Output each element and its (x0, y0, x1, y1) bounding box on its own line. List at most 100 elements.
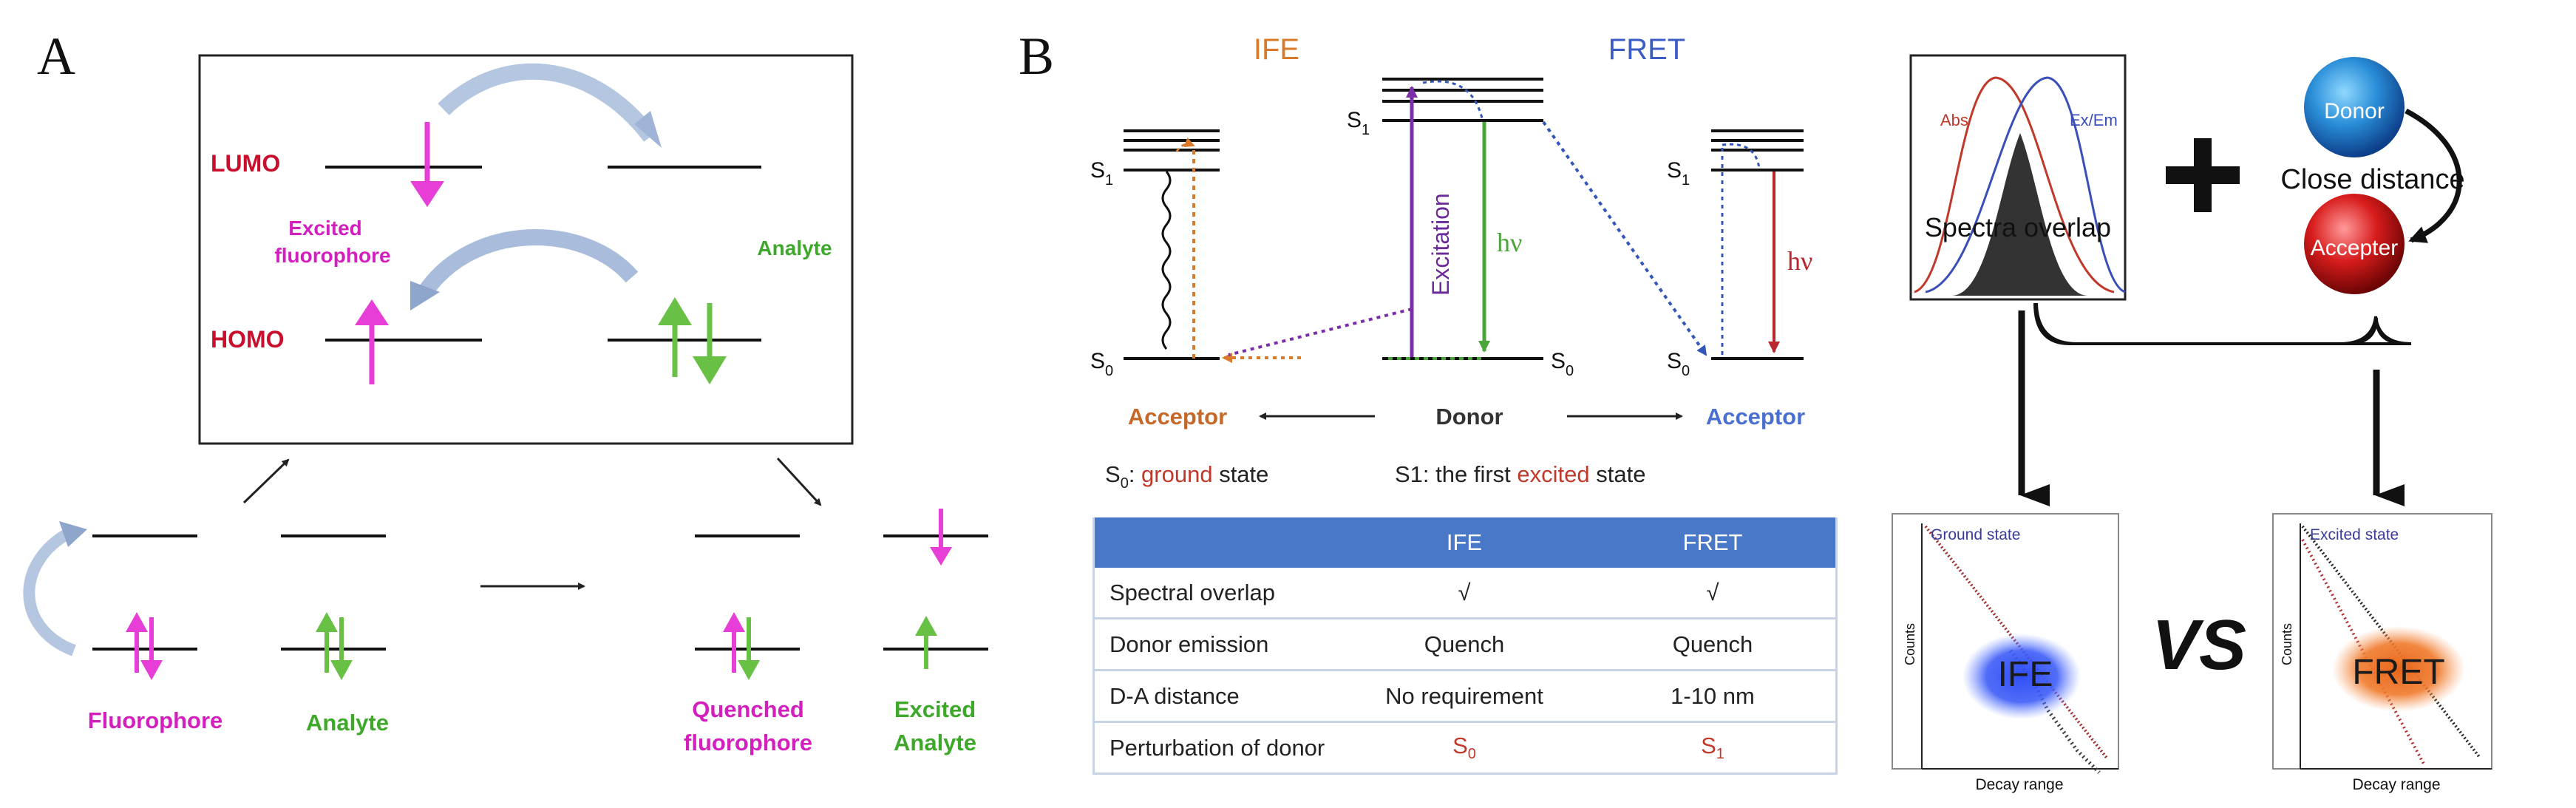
zoom-arrow-left (242, 458, 290, 504)
excited-analyte-label-1: Excited (894, 696, 976, 722)
excited-fluorophore-label-1: Excited (288, 217, 362, 240)
analyte-top-label: Analyte (757, 237, 832, 259)
vs-label: VS (2152, 605, 2246, 685)
nonradiative-wavy-line (1161, 171, 1172, 350)
analyte-pair-icon (316, 612, 353, 680)
excited-analyte-arrows-icon (915, 509, 952, 669)
fluorophore-pair-icon (126, 612, 163, 680)
legend-s0: S0: ground state (1105, 461, 1268, 492)
fret-title: FRET (1608, 33, 1685, 66)
close-distance-label: Close distance (2280, 164, 2464, 195)
svg-text:Ground state: Ground state (1931, 526, 2020, 543)
quenched-label-2: fluorophore (684, 730, 812, 756)
svg-text:IFE: IFE (1998, 655, 2053, 694)
ife-glow (1962, 634, 2081, 719)
spectra-overlap-label: Spectra overlap (1925, 212, 2111, 242)
fret-transfer-blue (1542, 120, 1707, 356)
ife-title: IFE (1254, 33, 1299, 66)
table-header-row: IFE FRET (1095, 517, 1835, 568)
svg-text:S: S (1090, 349, 1105, 373)
svg-text:S: S (1551, 349, 1566, 373)
homo-label: HOMO (211, 326, 285, 353)
abs-label: Abs (1940, 111, 1968, 129)
electron-up-magenta-icon (355, 299, 389, 384)
ife-cell: No requirement (1339, 670, 1590, 723)
electron-down-magenta-icon (410, 122, 444, 207)
svg-text:Excited state: Excited state (2310, 526, 2399, 543)
abs-curve (1914, 76, 2115, 293)
electron-pair-green-icon (658, 297, 727, 384)
fluorophore-label: Fluorophore (88, 707, 223, 733)
svg-text:0: 0 (1566, 363, 1574, 379)
row-label: Perturbation of donor (1095, 722, 1339, 775)
svg-text:Decay range: Decay range (1975, 776, 2063, 793)
comparison-table-wrap: IFE FRET Spectral overlap √ √ Donor emis… (1092, 517, 1838, 775)
plus-icon (2166, 138, 2240, 212)
acceptor-left-label: Acceptor (1128, 404, 1227, 430)
svg-text:1: 1 (1362, 122, 1370, 138)
svg-text:1: 1 (1682, 172, 1690, 189)
accepter-sphere (2304, 194, 2405, 294)
lower-transfer-arrow (418, 229, 639, 297)
row-label: D-A distance (1095, 670, 1339, 723)
em-curve (1925, 76, 2126, 293)
legend-s1: S1: the first excited state (1395, 461, 1645, 487)
ife-cell: Quench (1339, 618, 1590, 671)
donor-label: Donor (1435, 404, 1503, 430)
distance-curve-arrow (2405, 108, 2462, 243)
svg-text:S: S (1347, 108, 1362, 132)
exem-label: Ex/Em (2070, 111, 2118, 129)
svg-text:0: 0 (1682, 363, 1690, 379)
panel-b-letter: B (1019, 27, 1054, 86)
svg-text:S: S (1667, 158, 1682, 183)
ife-cell: √ (1339, 568, 1590, 619)
panel-a-letter: A (37, 27, 75, 86)
upper-transfer-arrow (438, 63, 657, 142)
hv-red-label: hν (1787, 246, 1812, 276)
table-row: Donor emission Quench Quench (1095, 618, 1835, 671)
excited-fluorophore-label-2: fluorophore (274, 244, 390, 267)
acceptor-right-label: Acceptor (1706, 404, 1805, 430)
table-header-empty (1095, 517, 1339, 568)
fluorophore-curl-arrow (23, 526, 77, 656)
svg-text:S: S (1667, 349, 1682, 373)
svg-text:Counts: Counts (1903, 623, 1917, 665)
combine-brace (2033, 302, 2407, 345)
panel-c: Abs Ex/Em Spectra overlap Donor Accepter… (1892, 54, 2492, 793)
table-header-fret: FRET (1590, 517, 1835, 568)
ife-decay-plot: IFE Ground state Counts Decay range (1892, 513, 2119, 793)
overlap-fill (1951, 133, 2088, 296)
row-label: Donor emission (1095, 618, 1339, 671)
fret-cell: S1 (1590, 722, 1835, 775)
fret-cell: Quench (1590, 618, 1835, 671)
zoom-arrow-right (776, 457, 822, 506)
svg-text:S: S (1090, 158, 1105, 183)
svg-text:Counts: Counts (2280, 623, 2294, 665)
table-row: Perturbation of donor S0 S1 (1095, 722, 1835, 775)
table-row: Spectral overlap √ √ (1095, 568, 1835, 619)
excited-analyte-label-2: Analyte (894, 730, 976, 756)
quenched-label-1: Quenched (692, 696, 804, 722)
svg-text:0: 0 (1105, 363, 1113, 379)
svg-text:1: 1 (1105, 172, 1113, 189)
zoom-box (198, 54, 854, 445)
left-acceptor-levels (1124, 129, 1220, 360)
svg-text:Decay range: Decay range (2352, 776, 2440, 793)
donor-levels (1382, 78, 1543, 360)
donor-sphere (2304, 57, 2405, 157)
ife-transfer-purple (1228, 308, 1413, 356)
fret-glow (2332, 626, 2465, 712)
fret-cell: 1-10 nm (1590, 670, 1835, 723)
table-row: D-A distance No requirement 1-10 nm (1095, 670, 1835, 723)
fret-cell: √ (1590, 568, 1835, 619)
panel-b: B IFE FRET Excitation hν (1019, 27, 1812, 492)
excitation-label: Excitation (1427, 193, 1454, 296)
fret-decay-plot: FRET Excited state Counts Decay range (2272, 513, 2492, 793)
ife-cell: S0 (1339, 722, 1590, 775)
